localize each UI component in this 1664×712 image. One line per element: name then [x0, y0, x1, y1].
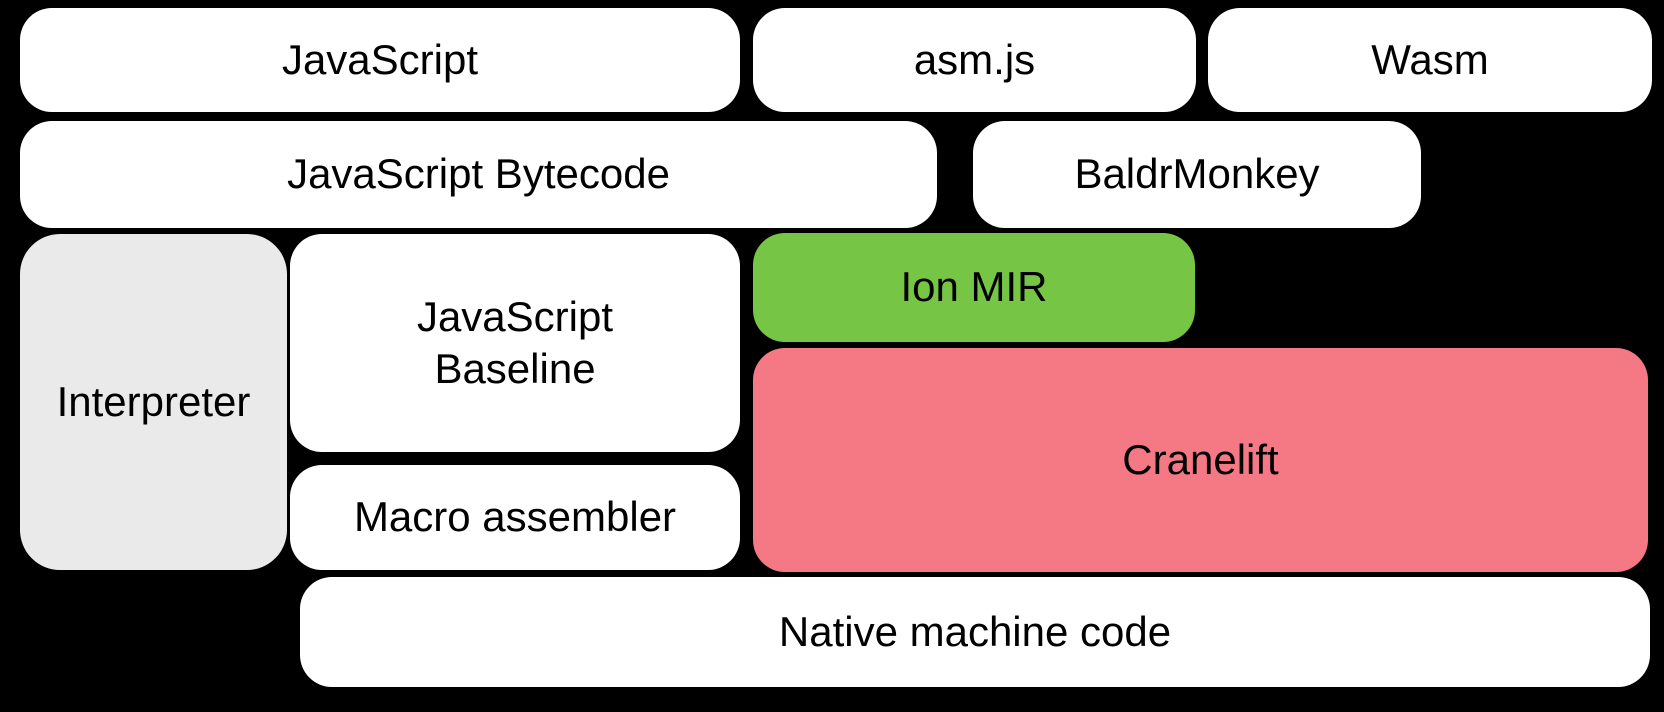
box-wasm-label: Wasm	[1371, 35, 1489, 83]
box-interpreter: Interpreter	[20, 234, 287, 570]
box-cranelift: Cranelift	[753, 348, 1648, 572]
box-javascript-bytecode: JavaScript Bytecode	[20, 121, 937, 228]
box-interpreter-label: Interpreter	[56, 377, 251, 425]
box-javascript-bytecode-label: JavaScript Bytecode	[287, 150, 670, 198]
box-asmjs: asm.js	[753, 8, 1196, 112]
box-cranelift-label: Cranelift	[1122, 435, 1279, 483]
box-javascript: JavaScript	[20, 8, 740, 112]
box-javascript-baseline: JavaScript Baseline	[290, 234, 740, 452]
box-macro-assembler-label: Macro assembler	[353, 493, 677, 541]
box-wasm: Wasm	[1208, 8, 1652, 112]
box-baldrmonkey: BaldrMonkey	[973, 121, 1421, 228]
box-javascript-baseline-label: JavaScript Baseline	[416, 292, 614, 393]
box-ion-mir-label: Ion MIR	[900, 263, 1048, 311]
box-native-machine-code-label: Native machine code	[778, 607, 1172, 655]
box-ion-mir: Ion MIR	[753, 233, 1195, 342]
box-javascript-label: JavaScript	[281, 35, 479, 83]
box-baldrmonkey-label: BaldrMonkey	[1074, 150, 1320, 198]
box-native-machine-code: Native machine code	[300, 577, 1650, 687]
box-asmjs-label: asm.js	[913, 35, 1036, 83]
box-macro-assembler: Macro assembler	[290, 465, 740, 570]
